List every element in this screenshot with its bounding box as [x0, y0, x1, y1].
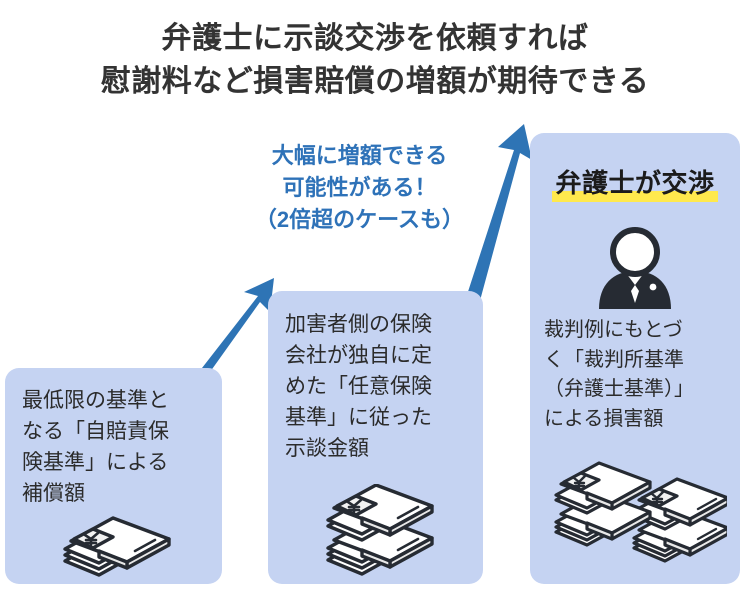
- bengoshi-line-4: による損害額: [544, 407, 664, 430]
- page-title-line-1: 弁護士に示談交渉を依頼すれば: [161, 22, 589, 55]
- bengoshi-heading-label: 弁護士が交渉: [555, 168, 715, 198]
- money-stack-icon: [57, 511, 177, 581]
- page-title: 弁護士に示談交渉を依頼すれば 慰謝料など損害賠償の増額が期待できる: [0, 18, 750, 103]
- tier-box-nini-text: 加害者側の保険 会社が独自に定 めた「任意保険 基準」に従った 示談金額: [268, 309, 483, 464]
- increase-callout-line-2: 可能性がある！: [282, 174, 437, 200]
- bengoshi-heading-wrap: 弁護士が交渉: [530, 169, 740, 202]
- nini-line-5: 示談金額: [285, 437, 369, 461]
- page-title-line-2: 慰謝料など損害賠償の増額が期待できる: [100, 64, 650, 98]
- nini-line-2: 会社が独自に定: [285, 344, 432, 368]
- arrow-up-right-long-icon: [452, 122, 552, 308]
- money-stack-icon: [318, 483, 444, 576]
- increase-callout: 大幅に増額できる 可能性がある！ （2倍超のケースも）: [232, 140, 487, 236]
- tier-box-bengoshi: 弁護士が交渉 裁判例にもとづ く「裁判所基準 （弁護士基準）」 による損害額: [530, 133, 740, 584]
- arrow-up-right-icon: [196, 276, 282, 372]
- lawyer-avatar-icon: [589, 223, 681, 315]
- money-stack-icon: [552, 460, 730, 572]
- jibaiseki-line-1: 最低限の基準と: [22, 389, 169, 412]
- increase-callout-line-1: 大幅に増額できる: [271, 143, 448, 168]
- tier-box-jibaiseki: 最低限の基準と なる「自賠責保 険基準」による 補償額: [5, 368, 222, 584]
- bengoshi-heading: 弁護士が交渉: [552, 168, 718, 202]
- nini-line-4: 基準」に従った: [285, 406, 432, 430]
- tier-box-bengoshi-text: 裁判例にもとづ く「裁判所基準 （弁護士基準）」 による損害額: [530, 316, 740, 434]
- nini-line-3: めた「任意保険: [285, 375, 432, 399]
- bengoshi-line-1: 裁判例にもとづ: [544, 319, 683, 341]
- bengoshi-line-2: く「裁判所基準: [544, 348, 684, 371]
- tier-box-nini: 加害者側の保険 会社が独自に定 めた「任意保険 基準」に従った 示談金額: [268, 291, 483, 584]
- nini-line-1: 加害者側の保険: [285, 313, 432, 336]
- jibaiseki-line-4: 補償額: [22, 482, 85, 506]
- yellow-highlight-band: [552, 190, 718, 202]
- bengoshi-line-3: （弁護士基準）」: [544, 378, 694, 401]
- jibaiseki-line-2: なる「自賠責保: [22, 420, 169, 444]
- jibaiseki-line-3: 険基準」による: [22, 451, 169, 475]
- increase-callout-line-3: （2倍超のケースも）: [254, 206, 465, 232]
- tier-box-jibaiseki-text: 最低限の基準と なる「自賠責保 険基準」による 補償額: [5, 385, 222, 509]
